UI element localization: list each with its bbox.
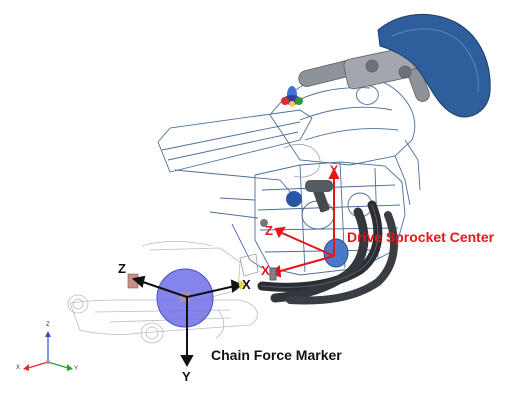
drive-sprocket-disc — [323, 238, 349, 268]
mounting-brackets — [239, 144, 321, 277]
drive-sprocket-y-label: Y — [330, 163, 339, 177]
global-triad-z-label: Z — [46, 322, 50, 328]
exhaust-headers — [257, 200, 398, 305]
global-triad-y-label: Y — [74, 366, 79, 372]
drive-sprocket-x-label: X — [261, 263, 270, 278]
chain-force-y-label: Y — [182, 369, 191, 384]
connection-marker — [269, 267, 277, 281]
drive-sprocket-title: Drive Sprocket Center — [347, 229, 495, 245]
global-triad-x-label: X — [16, 365, 21, 371]
gizmo-icon[interactable] — [281, 86, 303, 107]
rear-sprocket — [156, 268, 214, 328]
global-triad-icon — [23, 331, 73, 371]
rear-shock — [260, 180, 333, 227]
chain-force-x-label: X — [242, 277, 251, 292]
chain-force-z-label: Z — [118, 261, 126, 276]
front-fairing — [377, 13, 491, 118]
chain-force-marker-triad[interactable] — [131, 275, 246, 368]
chain-force-title: Chain Force Marker — [211, 347, 342, 363]
drive-sprocket-z-label: Z — [265, 223, 273, 238]
